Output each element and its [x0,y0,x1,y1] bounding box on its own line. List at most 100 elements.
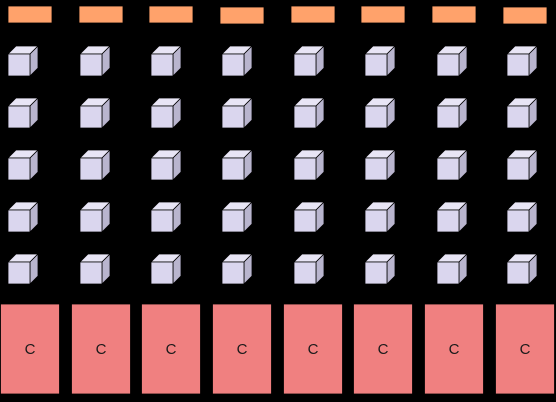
column-6: C [353,5,413,395]
cube-front-face [436,105,460,129]
cube-icon [293,201,325,233]
cube-front-face [221,261,245,285]
cube-icon [7,253,39,285]
cube-icon [436,201,468,233]
cube-front-face [79,53,103,77]
cube-front-face [150,157,174,181]
cube-icon [436,149,468,181]
cube-front-face [221,157,245,181]
cube-front-face [436,261,460,285]
cube-icon [150,97,182,129]
column-block [0,303,60,395]
column-label: C [25,341,36,358]
cube-icon [221,45,253,77]
cube-front-face [150,209,174,233]
column-block [353,303,413,395]
cube-front-face [436,53,460,77]
column-label: C [449,341,460,358]
cube-icon [436,45,468,77]
cube-icon [7,97,39,129]
cube-front-face [7,209,31,233]
cube-front-face [150,105,174,129]
cube-front-face [436,157,460,181]
cube-icon [506,201,538,233]
column-7: C [424,5,484,395]
header-bar [148,5,194,24]
cube-front-face [221,209,245,233]
cube-icon [221,201,253,233]
column-label: C [520,341,531,358]
cube-front-face [7,157,31,181]
cube-icon [506,45,538,77]
cube-front-face [7,105,31,129]
column-block [495,303,555,395]
header-bar [360,5,406,24]
header-bar [219,6,265,25]
column-block [141,303,201,395]
cube-icon [506,253,538,285]
column-block [283,303,343,395]
cube-icon [364,149,396,181]
column-label: C [96,341,107,358]
cube-front-face [293,157,317,181]
cube-front-face [293,209,317,233]
cube-front-face [221,105,245,129]
cube-front-face [506,53,530,77]
column-1: C [0,5,60,395]
cube-icon [221,253,253,285]
cube-front-face [364,261,388,285]
cube-front-face [79,105,103,129]
cube-icon [79,45,111,77]
cube-front-face [79,209,103,233]
column-label: C [166,341,177,358]
cube-icon [150,149,182,181]
column-block [71,303,131,395]
column-4: C [212,6,272,395]
cube-icon [364,45,396,77]
cube-icon [150,253,182,285]
cube-icon [364,201,396,233]
header-bar [431,5,477,24]
column-3: C [141,5,201,395]
cube-icon [7,149,39,181]
cube-icon [79,97,111,129]
cube-icon [506,97,538,129]
cube-front-face [364,209,388,233]
cube-front-face [293,261,317,285]
column-5: C [283,5,343,395]
cube-front-face [364,53,388,77]
cube-icon [7,45,39,77]
column-label: C [378,341,389,358]
cube-front-face [436,209,460,233]
cube-front-face [364,157,388,181]
column-8: C [495,6,555,395]
header-bar [78,5,124,24]
header-bar [7,5,53,24]
cube-front-face [506,209,530,233]
cube-icon [79,253,111,285]
cube-icon [221,97,253,129]
cube-icon [293,97,325,129]
cube-icon [436,97,468,129]
cube-icon [506,149,538,181]
column-block [212,303,272,395]
cube-icon [79,149,111,181]
header-bar [502,6,548,25]
cube-icon [293,149,325,181]
cube-front-face [150,261,174,285]
column-2: C [71,5,131,395]
cube-icon [293,253,325,285]
cube-icon [79,201,111,233]
column-label: C [308,341,319,358]
cube-front-face [293,53,317,77]
cube-front-face [506,261,530,285]
cube-icon [7,201,39,233]
cube-front-face [7,53,31,77]
column-label: C [237,341,248,358]
cube-front-face [293,105,317,129]
cube-front-face [7,261,31,285]
cube-icon [364,97,396,129]
cube-icon [150,45,182,77]
